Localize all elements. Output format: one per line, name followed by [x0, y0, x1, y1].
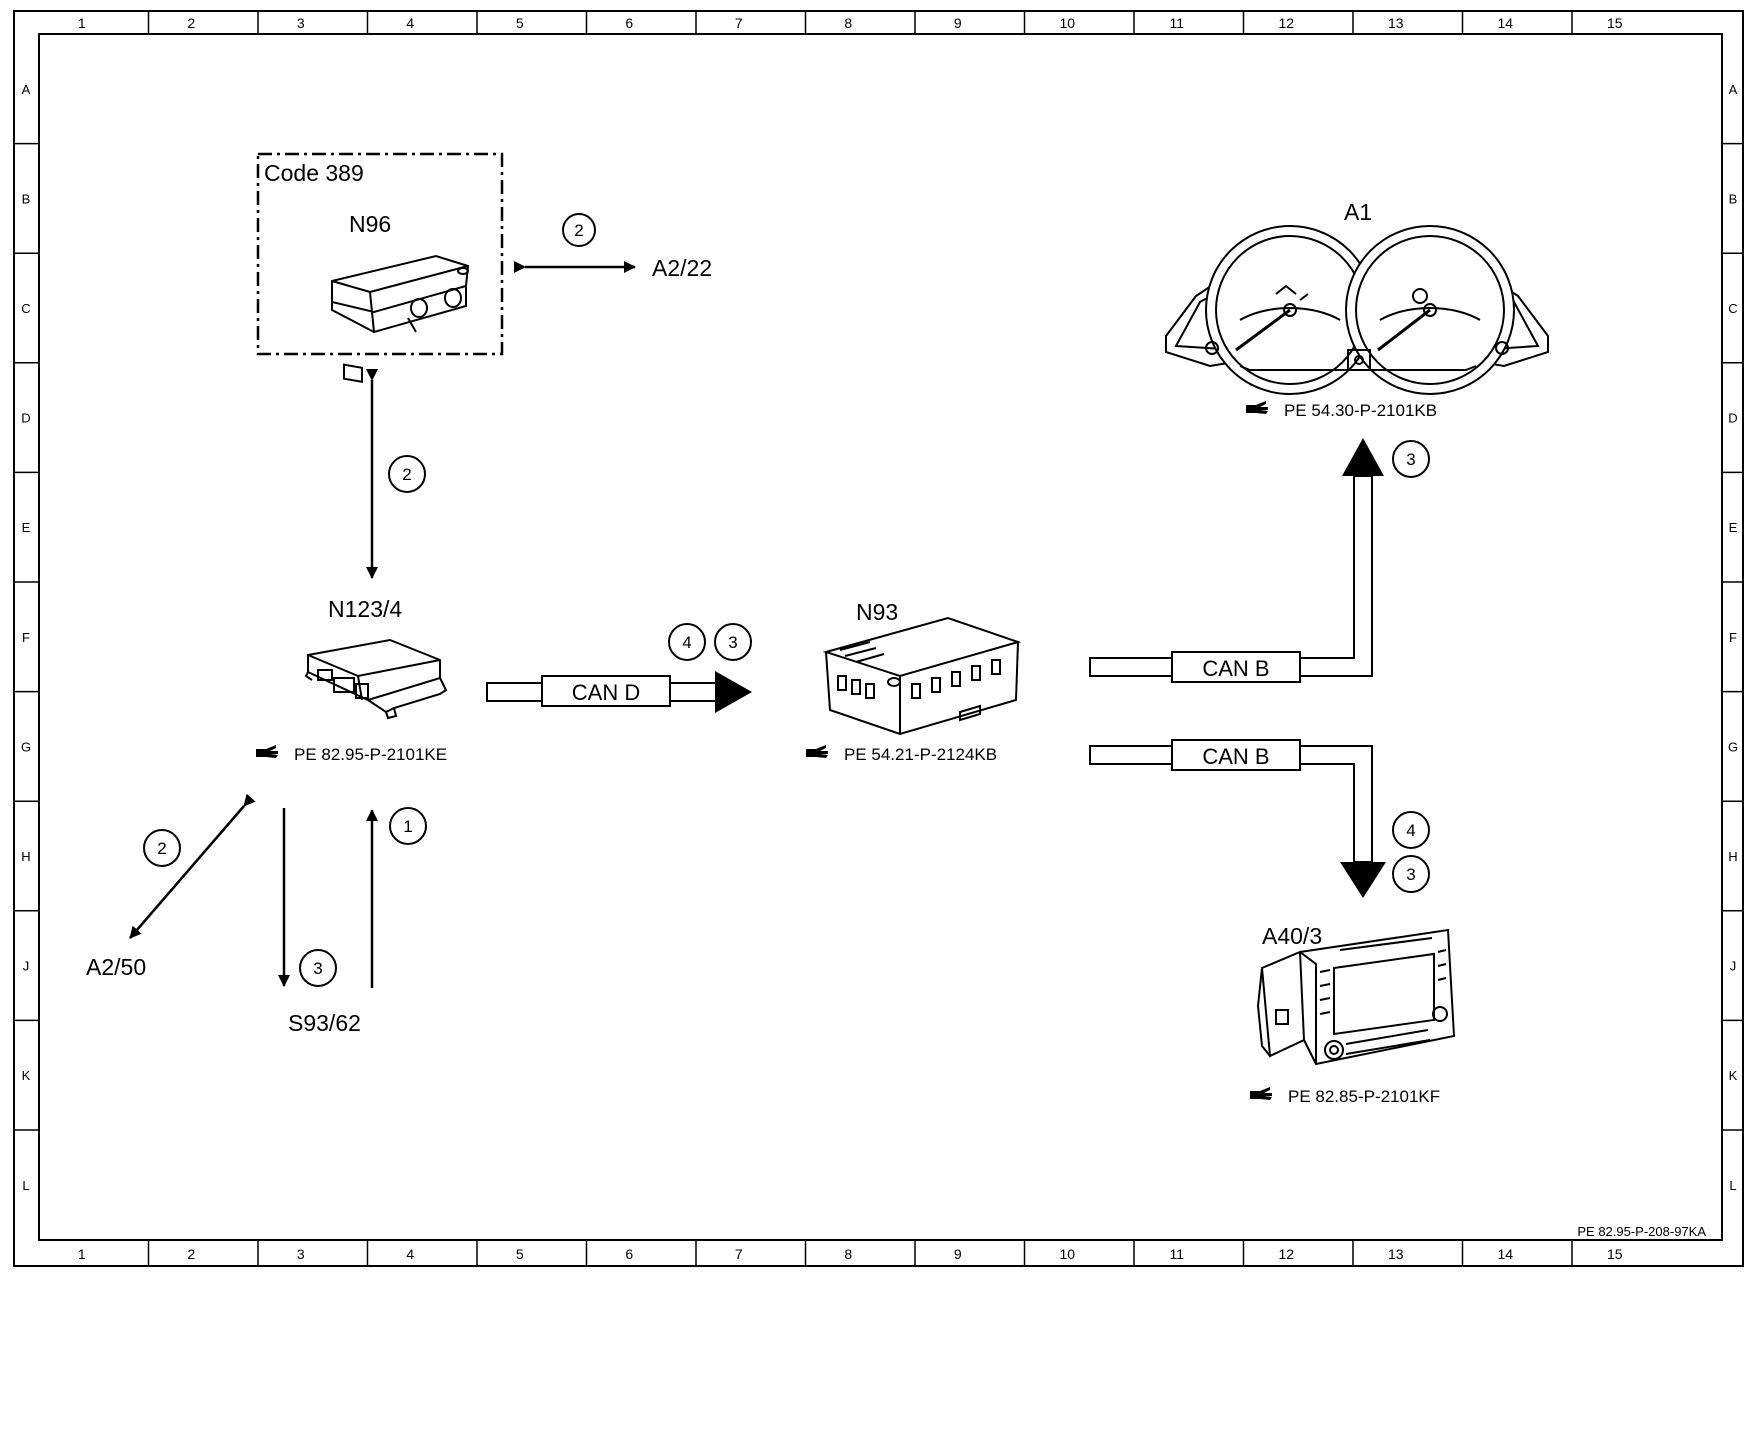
grid-row-left-label: K	[22, 1068, 31, 1083]
grid-column-top-label: 4	[406, 15, 414, 31]
grid-column-bottom-label: 4	[406, 1246, 414, 1262]
a1-label: A1	[1344, 199, 1372, 225]
grid-column-bottom-label: 7	[735, 1246, 743, 1262]
grid-column-bottom-label: 13	[1388, 1246, 1404, 1262]
can-b-upper-label: CAN B	[1202, 656, 1269, 681]
can-b-lower-label: CAN B	[1202, 744, 1269, 769]
grid-row-left-label: F	[22, 630, 30, 645]
n96-label: N96	[349, 211, 391, 237]
grid-column-bottom-label: 2	[187, 1246, 195, 1262]
grid-column-bottom-label: 10	[1059, 1246, 1075, 1262]
grid-column-top-label: 10	[1059, 15, 1075, 31]
n93-label: N93	[856, 599, 898, 625]
grid-column-top-label: 7	[735, 15, 743, 31]
n93-module-icon	[822, 616, 1022, 736]
grid-column-top-label: 2	[187, 15, 195, 31]
grid-column-bottom-label: 6	[625, 1246, 633, 1262]
marker-can-d-second: 3	[728, 633, 737, 652]
n93-component: N93 PE 54.21-P-2124KB	[806, 599, 1022, 764]
grid-row-left-label: E	[22, 520, 31, 535]
marker-can-d-first: 4	[682, 633, 691, 652]
signal-a2-50: A2/50	[86, 954, 146, 980]
code-389-group: Code 389 N96	[256, 152, 504, 384]
grid-column-bottom-label: 12	[1278, 1246, 1294, 1262]
n96-n123-link: 2	[366, 369, 426, 579]
marker-n123-s93-in: 1	[403, 817, 412, 836]
grid-column-top-label: 15	[1607, 15, 1623, 31]
marker-a40-second: 3	[1406, 865, 1415, 884]
grid-column-bottom-label: 3	[297, 1246, 305, 1262]
grid-column-top-label: 13	[1388, 15, 1404, 31]
grid-column-top-label: 5	[516, 15, 524, 31]
grid-column-top-label: 11	[1169, 15, 1184, 31]
can-d-bus: CAN D 4 3	[486, 623, 752, 713]
marker-n96-n123: 2	[402, 465, 411, 484]
grid-column-top-label: 1	[78, 15, 86, 31]
grid-column-bottom-label: 1	[78, 1246, 86, 1262]
grid-column-bottom-label: 9	[954, 1246, 962, 1262]
can-d-label: CAN D	[572, 680, 640, 705]
grid-column-top-label: 14	[1497, 15, 1513, 31]
grid-column-top-label: 12	[1278, 15, 1294, 31]
marker-n123-s93-out: 3	[313, 959, 322, 978]
grid-column-bottom-label: 11	[1169, 1246, 1184, 1262]
can-b-lower-bus: CAN B 4 3	[1089, 739, 1430, 898]
grid-row-right-label: J	[1730, 959, 1737, 974]
grid-row-right-label: A	[1729, 82, 1738, 97]
grid-column-bottom-label: 5	[516, 1246, 524, 1262]
can-b-upper-bus: CAN B 3	[1089, 438, 1430, 683]
n123-s93-links: 3 1 S93/62	[278, 807, 427, 1036]
grid-column-top-label: 6	[625, 15, 633, 31]
grid-row-right-label: G	[1728, 739, 1738, 754]
grid-column-top-label: 9	[954, 15, 962, 31]
grid-row-left-label: C	[21, 301, 30, 316]
grid-column-top-label: 8	[844, 15, 852, 31]
grid-row-right-label: H	[1728, 849, 1737, 864]
grid-row-right-label: B	[1729, 191, 1738, 206]
a40-3-ref: PE 82.85-P-2101KF	[1288, 1087, 1440, 1106]
drawing-frame: 1122334455667788991010111112121313141415…	[13, 10, 1744, 1267]
n123-4-label: N123/4	[328, 596, 402, 622]
grid-column-top-label: 3	[297, 15, 305, 31]
grid-row-left-label: L	[22, 1178, 29, 1193]
grid-row-left-label: J	[23, 959, 30, 974]
signal-a2-22: A2/22	[652, 255, 712, 281]
n93-ref: PE 54.21-P-2124KB	[844, 745, 997, 764]
grid-row-right-label: L	[1729, 1178, 1736, 1193]
grid-row-right-label: F	[1729, 630, 1737, 645]
a1-ref: PE 54.30-P-2101KB	[1284, 401, 1437, 420]
grid-column-bottom-label: 14	[1497, 1246, 1513, 1262]
a40-3-component: A40/3 PE 82.85-P-2101KF	[1250, 923, 1456, 1106]
grid-row-right-label: C	[1728, 301, 1737, 316]
code-389-label: Code 389	[264, 160, 364, 186]
a40-3-label: A40/3	[1262, 923, 1322, 949]
n96-a222-link: 2 A2/22	[514, 213, 712, 281]
grid-row-left-label: G	[21, 739, 31, 754]
document-id: PE 82.95-P-208-97KA	[1577, 1224, 1706, 1239]
grid-row-left-label: D	[21, 411, 30, 426]
n96-module-icon	[331, 254, 470, 384]
a1-component: A1 PE 54.30-P-2101KB	[1165, 199, 1549, 420]
grid-row-right-label: D	[1728, 411, 1737, 426]
n123-4-module-icon	[304, 638, 448, 720]
grid-column-bottom-label: 8	[844, 1246, 852, 1262]
n123-a250-link: 2 A2/50	[86, 793, 256, 980]
grid-row-left-label: A	[22, 82, 31, 97]
marker-n123-a250: 2	[157, 839, 166, 858]
marker-a1: 3	[1406, 450, 1415, 469]
grid-row-right-label: E	[1729, 520, 1738, 535]
marker-a40-first: 4	[1406, 821, 1415, 840]
instrument-cluster-icon	[1165, 225, 1549, 395]
grid-row-right-label: K	[1729, 1068, 1738, 1083]
head-unit-icon	[1256, 928, 1456, 1066]
grid-column-bottom-label: 15	[1607, 1246, 1623, 1262]
grid-row-left-label: B	[22, 191, 31, 206]
marker-n96-a222: 2	[574, 221, 583, 240]
signal-s93-62: S93/62	[288, 1010, 361, 1036]
n123-4-ref: PE 82.95-P-2101KE	[294, 745, 447, 764]
grid-row-left-label: H	[21, 849, 30, 864]
n123-4-component: N123/4 PE 82.95-P-2101KE	[256, 596, 448, 764]
